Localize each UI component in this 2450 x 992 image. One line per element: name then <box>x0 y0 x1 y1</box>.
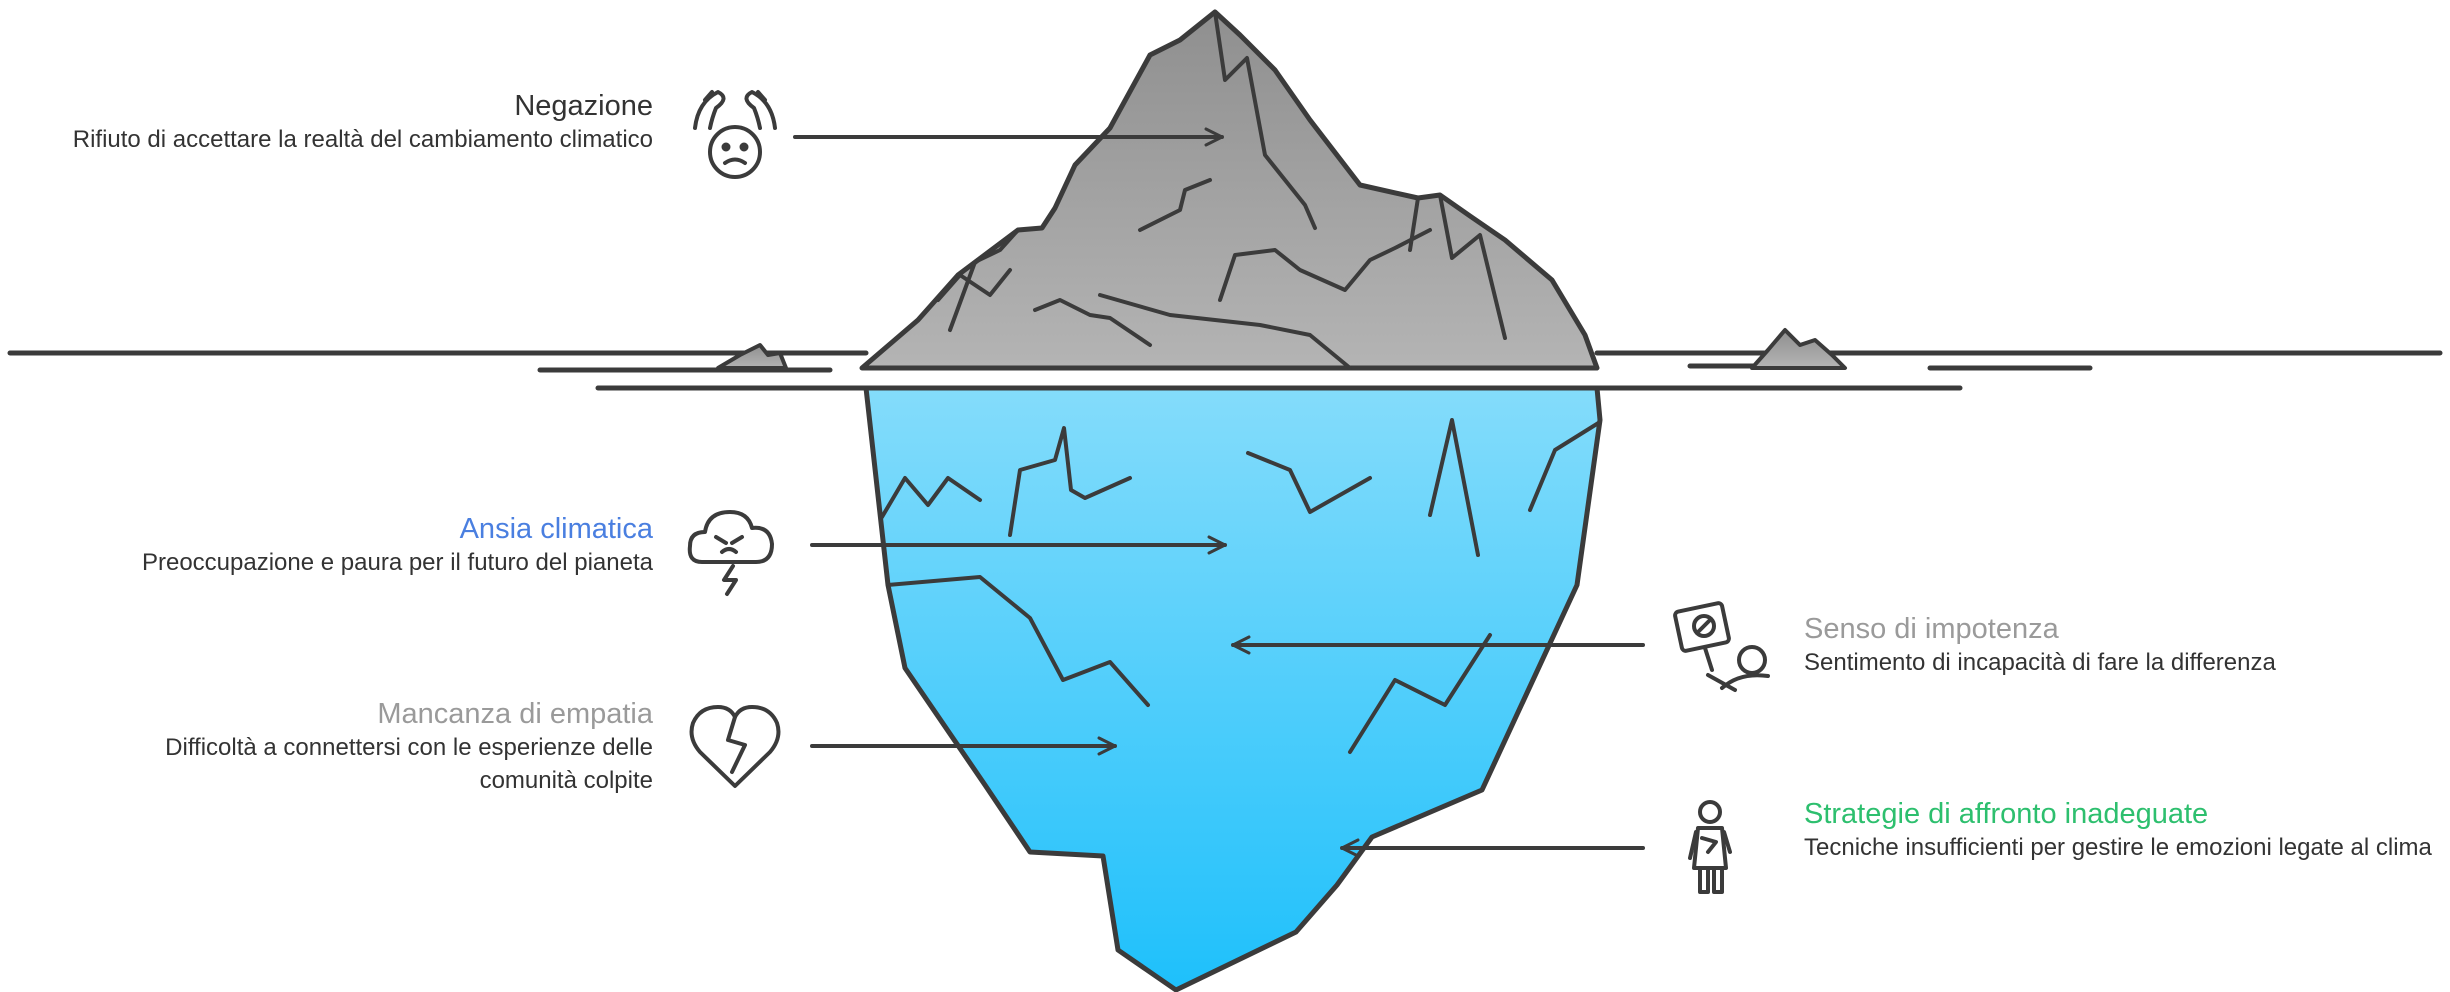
item-impotenza: Senso di impotenza Sentimento di incapac… <box>1804 612 2424 679</box>
item-empatia: Mancanza di empatia Difficoltà a connett… <box>73 697 653 797</box>
item-negazione: Negazione Rifiuto di accettare la realtà… <box>33 89 653 156</box>
item-description: Rifiuto di accettare la realtà del cambi… <box>33 123 653 156</box>
item-description: Difficoltà a connettersi con le esperien… <box>73 731 653 797</box>
item-title: Ansia climatica <box>0 512 653 546</box>
broken-heart-icon <box>692 707 779 786</box>
struggling-person-icon <box>1690 802 1730 892</box>
item-ansia: Ansia climatica Preoccupazione e paura p… <box>0 512 653 579</box>
item-title: Mancanza di empatia <box>73 697 653 731</box>
item-strategie: Strategie di affronto inadeguate Tecnich… <box>1804 797 2444 864</box>
item-title: Negazione <box>33 89 653 123</box>
iceberg-above-water <box>718 12 1845 368</box>
person-with-forbidden-sign-icon <box>1674 602 1768 690</box>
item-title: Strategie di affronto inadeguate <box>1804 797 2444 831</box>
item-description: Tecniche insufficienti per gestire le em… <box>1804 831 2444 864</box>
iceberg-underwater <box>866 388 1600 990</box>
storm-cloud-icon <box>690 512 772 594</box>
item-description: Sentimento di incapacità di fare la diff… <box>1804 646 2424 679</box>
denial-hands-face-icon <box>695 92 775 177</box>
item-description: Preoccupazione e paura per il futuro del… <box>0 546 653 579</box>
item-title: Senso di impotenza <box>1804 612 2424 646</box>
